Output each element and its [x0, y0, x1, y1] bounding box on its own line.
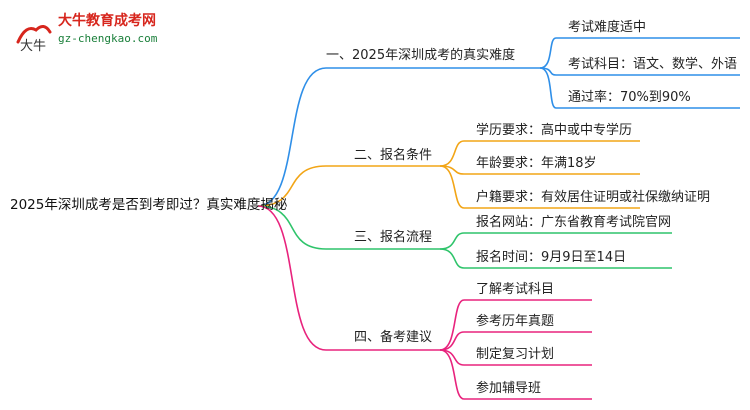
site-logo: 大牛 大牛教育成考网 gz-chengkao.com: [6, 6, 176, 52]
root-topic: 2025年深圳成考是否到考即过？真实难度揭秘: [10, 197, 288, 213]
branch-topic-1: 一、2025年深圳成考的真实难度: [326, 48, 516, 63]
branch-connector: [257, 205, 327, 250]
leaf-topic-2-3: 户籍要求：有效居住证明或社保缴纳证明: [476, 190, 711, 205]
branch-connector: [257, 67, 327, 207]
leaf-topic-2-1: 学历要求：高中或中专学历: [476, 123, 633, 138]
leaf-connector: [439, 165, 640, 175]
leaf-topic-4-1: 了解考试科目: [476, 282, 555, 297]
leaf-topic-3-1: 报名网站：广东省教育考试院官网: [476, 215, 672, 230]
leaf-connector: [539, 67, 740, 109]
leaf-connector: [439, 331, 592, 351]
leaf-connector: [439, 299, 592, 351]
leaf-topic-4-4: 参加辅导班: [476, 381, 542, 396]
logo-mark-text: 大牛: [20, 39, 46, 52]
branch-topic-3: 三、报名流程: [354, 230, 433, 245]
leaf-topic-1-2: 考试科目：语文、数学、外语: [568, 57, 738, 72]
bull-logo-icon: 大牛: [16, 25, 52, 52]
leaf-connector: [439, 349, 592, 400]
leaf-connector: [439, 140, 640, 167]
branch-topic-2: 二、报名条件: [354, 148, 433, 163]
branch-connector: [257, 165, 327, 207]
leaf-connector: [439, 165, 640, 209]
leaf-connector: [539, 37, 740, 69]
logo-title: 大牛教育成考网: [58, 13, 156, 29]
leaf-topic-3-2: 报名时间：9月9日至14日: [476, 250, 627, 265]
branch-connector: [257, 205, 327, 351]
branch-topic-4: 四、备考建议: [354, 330, 433, 345]
leaf-connector: [439, 248, 672, 269]
leaf-connector: [439, 232, 672, 250]
leaf-topic-2-2: 年龄要求：年满18岁: [476, 156, 597, 171]
leaf-topic-1-3: 通过率：70%到90%: [568, 90, 691, 105]
leaf-topic-4-2: 参考历年真题: [476, 314, 555, 329]
leaf-topic-1-1: 考试难度适中: [568, 20, 647, 35]
leaf-topic-4-3: 制定复习计划: [476, 347, 555, 362]
logo-url: gz-chengkao.com: [58, 32, 158, 45]
